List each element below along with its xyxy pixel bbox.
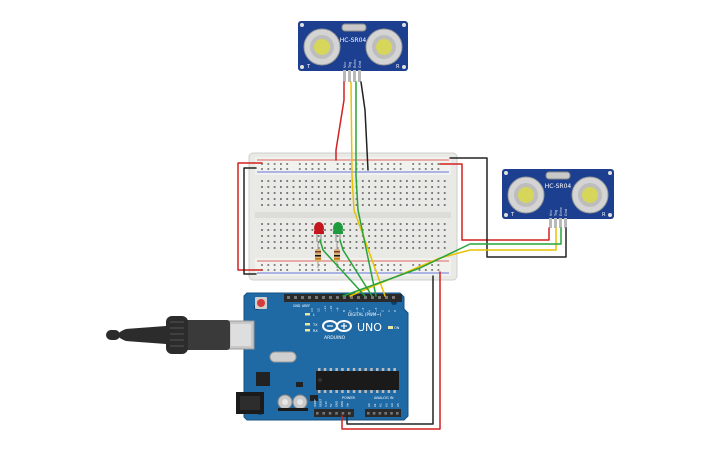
rx-led-label: RX xyxy=(313,329,318,333)
analog-pin-label: A0 xyxy=(367,403,371,407)
analog-pin-label: A3 xyxy=(384,403,388,407)
power-label: POWER xyxy=(342,396,356,400)
arduino-brand-label: ARDUINO xyxy=(324,335,346,341)
digital-pin-label: 2 xyxy=(380,310,384,312)
capacitor-1 xyxy=(277,394,293,410)
power-pin-label: GND xyxy=(340,401,344,407)
power-pin-label: 3.3V xyxy=(324,401,328,407)
wire-right-sensor-vcc xyxy=(439,163,550,241)
sensor-top-t-mark: T xyxy=(306,64,311,70)
tx-led-label: TX xyxy=(312,323,318,327)
power-pin-label: 5V xyxy=(329,403,333,407)
sensor-right-pin-echo: Echo xyxy=(559,208,563,217)
wire-left-rail-black xyxy=(243,167,257,275)
digital-pin-label: ~6 xyxy=(355,307,359,312)
digital-pin-label: ~5 xyxy=(361,307,365,312)
power-header xyxy=(314,409,354,417)
usb-port xyxy=(227,320,255,350)
l-led-label: L xyxy=(313,313,315,317)
breadboard xyxy=(248,152,458,281)
sensor-top-pin-vcc: Vcc xyxy=(343,62,347,68)
sensor-top-label: HC-SR04 xyxy=(340,37,367,44)
sensor-right-pin-vcc: Vcc xyxy=(549,210,553,216)
uno-label: UNO xyxy=(357,321,382,334)
aref-label: AREF xyxy=(302,304,310,308)
transducer-right xyxy=(365,28,403,66)
wire-right-sensor-echo xyxy=(342,227,562,297)
sensor-top-pin-gnd: Gnd xyxy=(358,61,362,68)
analog-header xyxy=(365,409,401,417)
capacitor-2 xyxy=(292,394,308,410)
wire-top-sensor-trig xyxy=(350,81,386,297)
wire-top-sensor-echo xyxy=(355,81,377,297)
digital-pin-label: 7 xyxy=(348,310,352,312)
wire-top-sensor-vcc xyxy=(335,81,345,161)
power-pin-label: Vin xyxy=(345,403,349,407)
wire-left-rail-red xyxy=(237,162,263,271)
power-pin-label: GND xyxy=(335,401,339,407)
analog-pin-label: A4 xyxy=(390,403,394,407)
breadboard-top-rail xyxy=(255,157,451,175)
analog-in-label: ANALOG IN xyxy=(374,396,394,400)
digital-pwm-label: DIGITAL (PWM~) xyxy=(348,312,382,317)
ultrasonic-sensor-right: HC-SR04 T R Vcc Trig Echo Gnd xyxy=(502,169,614,228)
wire-led-red-signal xyxy=(319,239,366,297)
atmega-microcontroller xyxy=(316,368,399,393)
sensor-right-r-mark: R xyxy=(602,212,606,218)
dc-power-jack xyxy=(236,392,264,414)
digital-pin-label: ~11 xyxy=(323,306,327,312)
transducer-left xyxy=(507,176,545,214)
wire-right-sensor-gnd xyxy=(449,157,567,258)
resistor-2 xyxy=(334,243,340,268)
transducer-right xyxy=(571,176,609,214)
reset-button[interactable] xyxy=(257,299,265,307)
analog-pin-label: A5 xyxy=(396,403,400,407)
ultrasonic-sensor-top: HC-SR04 T R Vcc Trig Echo Gnd xyxy=(298,21,408,82)
sensor-top-pin-trig: Trig xyxy=(348,62,352,69)
usb-cable xyxy=(106,316,230,354)
wire-arduino-gnd xyxy=(346,275,434,425)
breadboard-holes xyxy=(261,163,446,271)
voltage-regulator xyxy=(256,372,270,386)
breadboard-center-channel xyxy=(255,212,451,218)
sensor-top-r-mark: R xyxy=(396,64,400,70)
digital-pin-label: ~10 xyxy=(329,306,333,312)
digital-pin-label: ~3 xyxy=(374,307,378,312)
wire-right-sensor-trig xyxy=(349,227,557,297)
digital-pin-label: 8 xyxy=(342,310,346,312)
wire-top-sensor-gnd xyxy=(360,81,369,171)
digital-pin-label: 12 xyxy=(316,308,320,312)
sensor-right-label: HC-SR04 xyxy=(545,183,572,190)
wire-arduino-5v xyxy=(341,271,441,430)
analog-pin-label: A2 xyxy=(379,403,383,407)
digital-pin-label: ~9 xyxy=(336,307,340,312)
sensor-right-pin-trig: Trig xyxy=(554,210,558,217)
resistor-1 xyxy=(315,243,321,268)
arduino-infinity-logo xyxy=(322,320,352,332)
digital-pin-label: 13 xyxy=(310,308,314,312)
analog-pin-label: A1 xyxy=(373,403,377,407)
power-pin-label: IOREF xyxy=(313,399,317,407)
crystal-oscillator xyxy=(269,351,297,363)
sensor-top-pin-echo: Echo xyxy=(353,60,357,69)
transducer-left xyxy=(303,28,341,66)
sensor-right-pin-gnd: Gnd xyxy=(564,209,568,216)
sensor-right-t-mark: T xyxy=(510,212,515,218)
led-red xyxy=(314,222,324,242)
wire-led-green-signal xyxy=(339,239,373,297)
digital-pin-label: 0 xyxy=(393,310,397,312)
wires xyxy=(237,81,567,430)
on-led-label: ON xyxy=(394,326,400,330)
gnd-header-label: GND xyxy=(293,304,301,308)
power-pin-label: RESET xyxy=(318,398,322,407)
digital-pin-label: 4 xyxy=(368,310,372,312)
digital-pin-label: 1 xyxy=(387,310,391,312)
